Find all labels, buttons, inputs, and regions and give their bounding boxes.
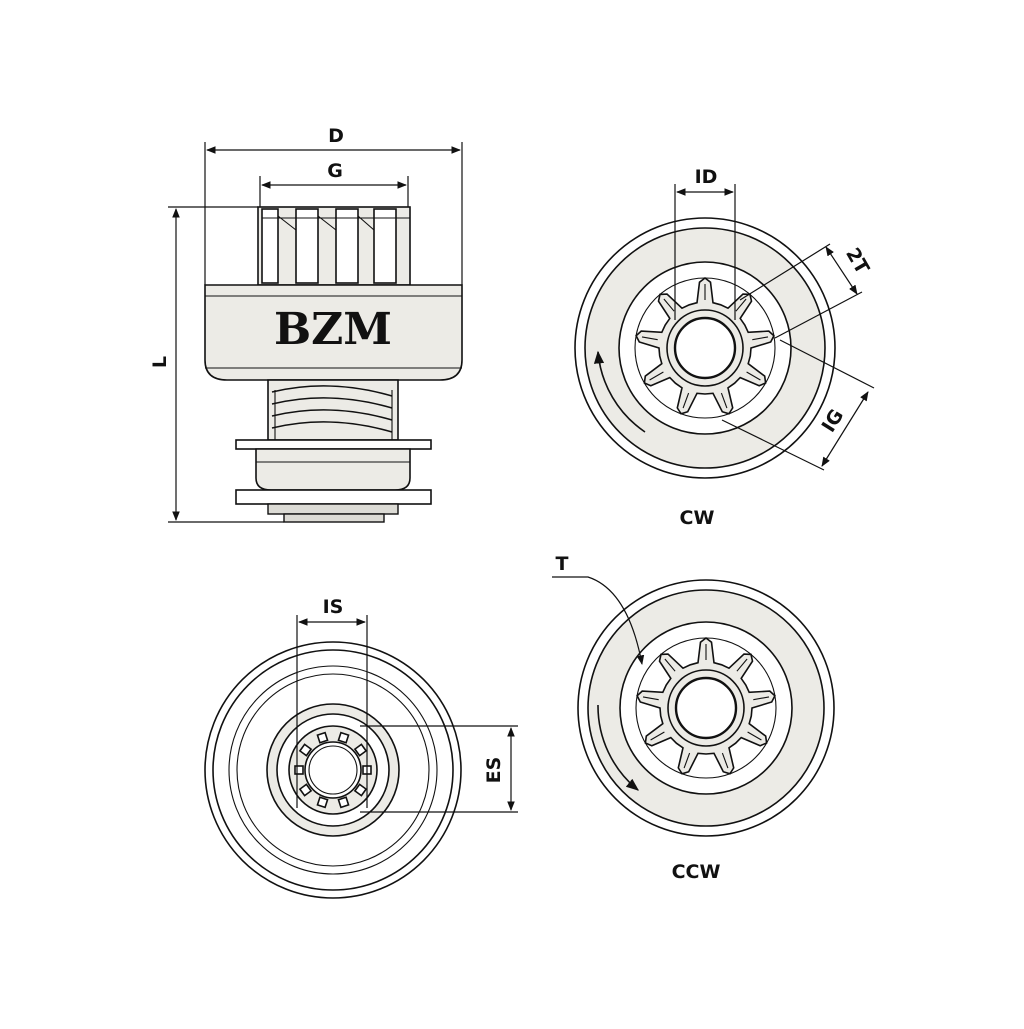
dimension-is: IS xyxy=(296,596,368,808)
view-label-ccw: CCW xyxy=(672,861,721,883)
tooth-ridge xyxy=(753,696,770,701)
cw-rotation-arrow xyxy=(593,350,646,433)
tooth-ridge xyxy=(682,392,690,409)
brand-logo: BZM xyxy=(274,304,392,355)
spline-notch xyxy=(316,731,329,744)
tooth-ridge xyxy=(649,371,664,381)
dim-label-is: IS xyxy=(323,596,344,618)
spline-notch xyxy=(298,743,313,757)
tooth-ridge xyxy=(720,392,728,409)
tooth-ridge xyxy=(746,371,761,381)
view-label-cw: CW xyxy=(680,507,715,529)
tooth-ridge xyxy=(721,752,729,769)
spline-notch xyxy=(337,731,350,744)
spline-notch xyxy=(353,783,368,797)
dim-label-es: ES xyxy=(483,757,505,784)
spline-notch xyxy=(353,743,368,757)
dimension-t: T xyxy=(552,553,645,665)
tooth-ridge xyxy=(641,336,658,341)
spline-notch xyxy=(316,796,329,809)
dim-label-g: G xyxy=(327,160,343,182)
cw-view: ID 2T IG CW xyxy=(574,166,875,529)
spline-notch xyxy=(298,783,313,797)
spline-notch xyxy=(294,765,304,775)
tooth-ridge xyxy=(735,298,747,312)
tooth-ridge xyxy=(642,696,659,701)
dimension-es: ES xyxy=(360,725,518,813)
ccw-view: T CCW xyxy=(552,553,835,883)
spline-notch xyxy=(337,796,350,809)
tooth-ridge xyxy=(663,298,675,312)
tooth-ridge xyxy=(650,731,665,741)
dim-label-id: ID xyxy=(695,166,718,188)
dimension-id: ID xyxy=(674,166,736,320)
side-view: BZM D xyxy=(149,125,463,523)
ccw-rotation-arrow xyxy=(597,704,639,791)
back-spline xyxy=(294,731,372,809)
dim-label-l: L xyxy=(149,356,171,368)
dimension-g: G xyxy=(259,160,409,207)
tooth-ridge xyxy=(747,731,762,741)
dim-label-2t: 2T xyxy=(841,244,873,278)
side-spring xyxy=(267,379,399,441)
dimension-l: L xyxy=(149,206,284,523)
side-pinion xyxy=(257,206,411,286)
dim-label-d: D xyxy=(328,125,344,147)
tooth-ridge xyxy=(683,752,691,769)
tooth-ridge xyxy=(736,658,748,672)
back-view: IS ES xyxy=(204,596,518,899)
dimension-d: D xyxy=(204,125,463,285)
side-collar: BZM xyxy=(204,284,463,381)
dim-label-t: T xyxy=(556,553,569,575)
tooth-ridge xyxy=(752,336,769,341)
tooth-ridge xyxy=(664,658,676,672)
side-clutch xyxy=(235,439,432,523)
